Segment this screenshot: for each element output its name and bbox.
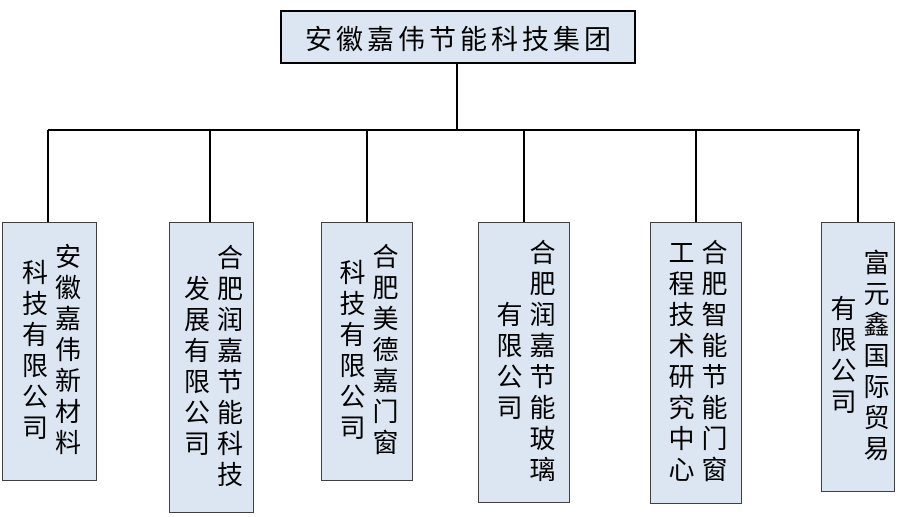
vertical-text-column: 工程技术研究中心	[665, 239, 695, 487]
connector-drop-4	[523, 130, 525, 222]
root-node: 安徽嘉伟节能科技集团	[280, 10, 636, 64]
child-node-text: 富元鑫国际贸易 有限公司	[825, 223, 891, 491]
vertical-text-column: 有限公司	[493, 300, 523, 425]
child-node-runjia-tech-development: 合肥润嘉节能科技 发展有限公司	[169, 222, 254, 513]
child-node-text: 安徽嘉伟新材料 科技有限公司	[16, 223, 82, 480]
root-node-label: 安徽嘉伟节能科技集团	[305, 24, 615, 55]
child-node-intelligent-door-window-research: 合肥智能节能门窗 工程技术研究中心	[650, 222, 742, 504]
child-node-text: 合肥润嘉节能科技 发展有限公司	[178, 223, 244, 512]
connector-stem	[456, 64, 458, 130]
child-node-fuyuanxin-trade: 富元鑫国际贸易 有限公司	[821, 222, 895, 492]
child-node-meidejia-doors-windows: 合肥美德嘉门窗 科技有限公司	[321, 222, 413, 481]
connector-drop-6	[857, 130, 859, 222]
child-node-new-material: 安徽嘉伟新材料 科技有限公司	[2, 222, 97, 481]
vertical-text-column: 科技有限公司	[18, 258, 49, 445]
connector-bar	[48, 129, 860, 131]
child-node-runjia-glass: 合肥润嘉节能玻璃 有限公司	[478, 222, 570, 503]
connector-drop-1	[47, 130, 49, 222]
vertical-text-column: 富元鑫国际贸易	[860, 248, 891, 466]
vertical-text-column: 科技有限公司	[336, 258, 366, 445]
connector-drop-3	[366, 130, 368, 222]
child-node-text: 合肥润嘉节能玻璃 有限公司	[491, 223, 557, 502]
vertical-text-column: 合肥润嘉节能玻璃	[526, 238, 557, 487]
vertical-text-column: 合肥润嘉节能科技	[213, 243, 244, 492]
vertical-text-column: 安徽嘉伟新材料	[51, 243, 82, 460]
vertical-text-column: 合肥智能节能门窗	[698, 239, 729, 487]
child-node-text: 合肥美德嘉门窗 科技有限公司	[334, 223, 400, 480]
vertical-text-column: 发展有限公司	[180, 274, 211, 461]
child-node-text: 合肥智能节能门窗 工程技术研究中心	[663, 223, 729, 503]
connector-drop-2	[209, 130, 211, 222]
connector-drop-5	[695, 130, 697, 222]
vertical-text-column: 合肥美德嘉门窗	[369, 243, 400, 460]
vertical-text-column: 有限公司	[827, 295, 857, 419]
